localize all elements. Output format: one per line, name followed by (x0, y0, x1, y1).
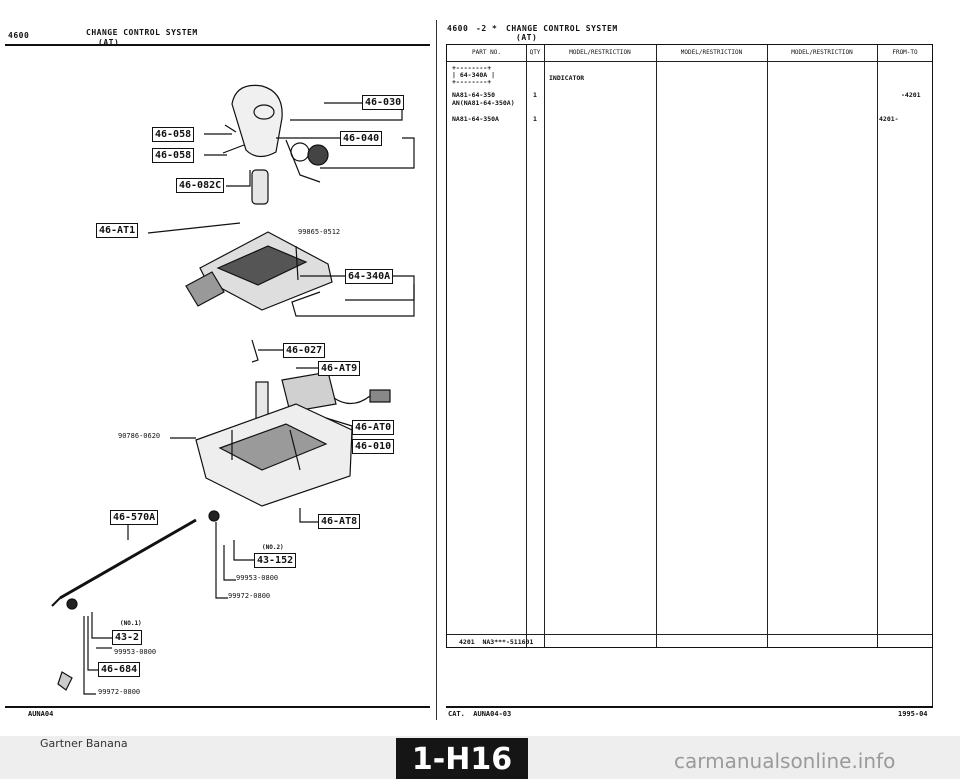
footer-left-code: AUNA04 (28, 710, 54, 718)
callout-46-010: 46-010 (352, 439, 395, 454)
part-number-99865: 99865-0512 (298, 228, 341, 236)
column-header: FROM-TO (892, 49, 918, 56)
column-header: PART NO. (472, 49, 501, 56)
callout-46-082c: 46-082C (176, 178, 225, 193)
table-cell-qty: 1 (533, 115, 537, 123)
callout-46-at1: 46-AT1 (96, 223, 139, 238)
callout-46-at9: 46-AT9 (318, 361, 361, 376)
footer-center-code: CAT. AUNA04-03 (448, 710, 512, 718)
callout-46-570a: 46-570A (110, 510, 159, 525)
left-header-title: CHANGE CONTROL SYSTEM (86, 28, 198, 37)
right-header-title: CHANGE CONTROL SYSTEM (506, 24, 618, 33)
col-divider (656, 45, 657, 647)
table-cell-fromto: 4201- (879, 115, 899, 123)
table-cell-qty: 1 (533, 91, 537, 99)
callout-46-030: 46-030 (362, 95, 405, 110)
exploded-diagram (51, 84, 415, 695)
col-divider (526, 45, 527, 647)
left-footer-rule (5, 706, 430, 708)
page-divider (436, 20, 437, 720)
note-no2: (NO.2) (262, 544, 284, 551)
left-header-code: 4600 (8, 31, 30, 40)
knob-sleeve (251, 169, 269, 205)
left-header-sub: (AT) (98, 38, 120, 47)
table-cell-desc: INDICATOR (549, 74, 585, 82)
column-header: QTY (529, 49, 541, 56)
table-header-rule (447, 61, 932, 62)
callout-46-027: 46-027 (283, 343, 326, 358)
part-number-99953-a: 99953-0800 (236, 574, 279, 582)
right-header-code: 4600 (447, 24, 469, 33)
left-header-rule (5, 44, 430, 46)
footer-date: 1995-04 (898, 710, 928, 718)
callout-46-040: 46-040 (340, 131, 383, 146)
table-note-rule (447, 634, 932, 635)
callout-43-2: 43-2 (112, 630, 143, 645)
column-header: MODEL/RESTRICTION (680, 49, 743, 56)
page-number-banner: 1-H16 (396, 738, 528, 779)
control-cable (59, 518, 197, 600)
part-number-99953-b: 99953-0800 (114, 648, 157, 656)
callout-46-058-a: 46-058 (152, 127, 195, 142)
table-tail-line (932, 648, 933, 708)
table-note: 4201 NA3***-511601 (459, 638, 534, 646)
table-cell-part: NA81-64-350A (452, 115, 499, 123)
shift-knob-shape (231, 84, 283, 158)
creator-label: Gartner Banana (40, 737, 128, 750)
callout-46-684: 46-684 (98, 662, 141, 677)
knob-detail (253, 104, 275, 120)
col-divider (767, 45, 768, 647)
col-divider (877, 45, 878, 647)
table-cell-part: +--------+ | 64-340A | +--------+ (452, 64, 496, 86)
callout-43-152: 43-152 (254, 553, 297, 568)
part-number-90786: 90786-0620 (118, 432, 161, 440)
callout-46-at8: 46-AT8 (318, 514, 361, 529)
knob-button-2 (307, 144, 329, 166)
right-header-sub: (AT) (516, 33, 538, 42)
switch-body (281, 371, 337, 413)
table-cell-part: NA81-64-350 AN(NA81-64-350A) (452, 91, 515, 107)
part-number-99972-a: 99972-0800 (228, 592, 271, 600)
parts-table: PART NO. QTY MODEL/RESTRICTION MODEL/RES… (446, 44, 933, 648)
callout-46-058-b: 46-058 (152, 148, 195, 163)
column-header: MODEL/RESTRICTION (569, 49, 631, 56)
right-header-mark: -2 * (476, 24, 498, 33)
column-header: MODEL/RESTRICTION (791, 49, 853, 56)
table-cell-fromto: -4201 (901, 91, 921, 99)
callout-46-at0: 46-AT0 (352, 420, 395, 435)
note-no1: (NO.1) (120, 620, 142, 627)
callout-64-340a: 64-340A (345, 269, 394, 284)
right-footer-rule (446, 706, 933, 708)
col-divider (544, 45, 545, 647)
part-number-99972-b: 99972-0800 (98, 688, 141, 696)
watermark: carmanualsonline.info (674, 749, 896, 773)
